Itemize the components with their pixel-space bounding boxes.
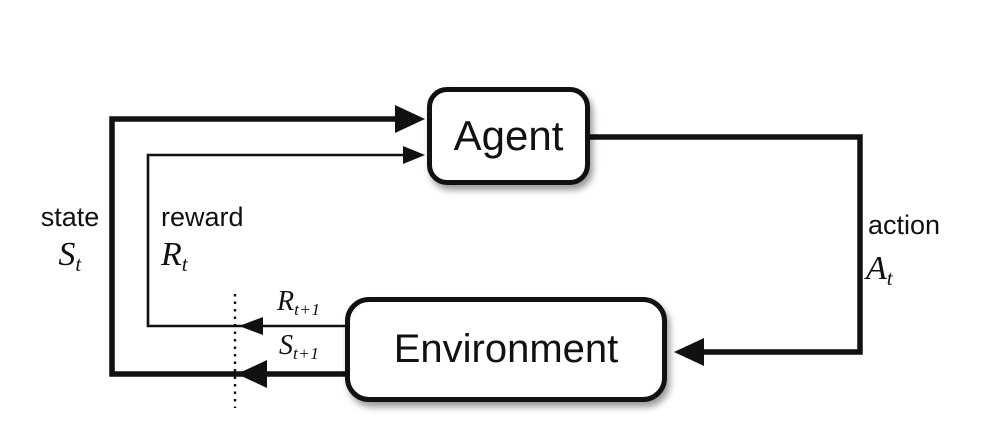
state-symbol: St <box>58 236 82 276</box>
reward-label: reward <box>161 202 244 232</box>
agent-node-label: Agent <box>453 112 564 159</box>
agent-node: Agent <box>427 87 590 185</box>
state-arrow-path <box>109 116 412 377</box>
next-state-arrowhead-icon <box>237 360 267 388</box>
environment-node-label: Environment <box>393 327 619 371</box>
next-state-symbol: St+1 <box>279 330 320 363</box>
action-label: action <box>868 210 941 240</box>
reward-symbol: Rt <box>161 236 189 276</box>
state-label: state <box>40 202 100 232</box>
reward-into-agent-arrowhead-icon <box>403 146 425 164</box>
action-into-environment-arrowhead-icon <box>674 338 704 366</box>
action-arrow-path <box>590 134 863 355</box>
action-symbol: At <box>866 250 894 290</box>
environment-node: Environment <box>345 297 667 402</box>
state-into-agent-arrowhead-icon <box>395 105 425 133</box>
next-reward-symbol: Rt+1 <box>277 286 321 319</box>
next-reward-arrowhead-icon <box>239 317 263 335</box>
